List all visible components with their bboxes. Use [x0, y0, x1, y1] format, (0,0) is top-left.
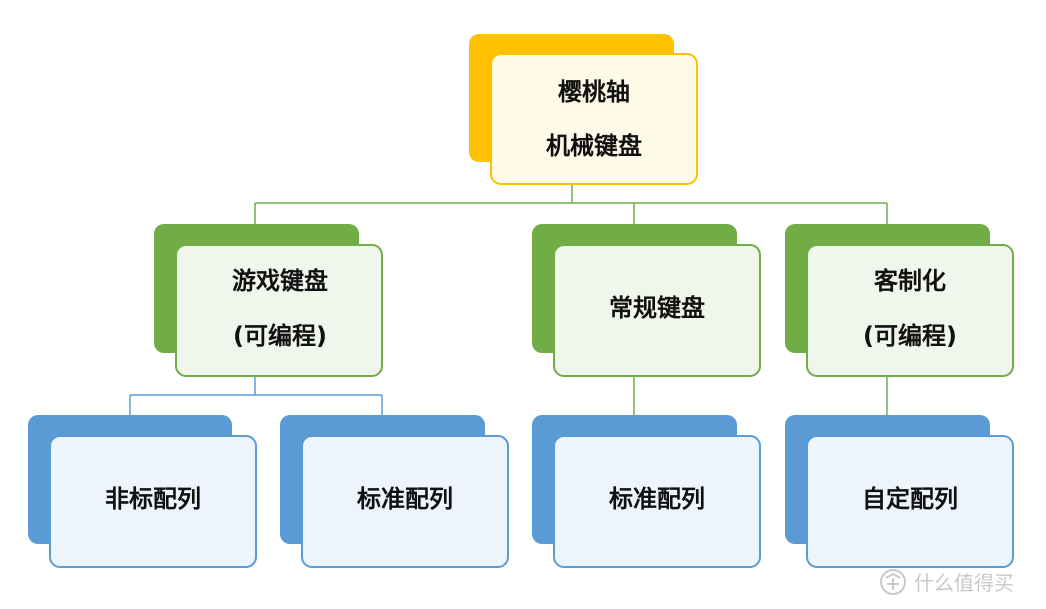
node-standard-layout: 标准配列: [532, 415, 761, 568]
connector-root-children: [254, 184, 888, 224]
connectors: [129, 184, 888, 415]
node-custom-line-2: (可编程): [863, 322, 957, 350]
node-standard-layout-line-1: 标准配列: [609, 485, 705, 513]
node-standard-front: [553, 244, 761, 377]
node-gaming-nonstandard: 非标配列: [28, 415, 257, 568]
node-root-front: [490, 53, 698, 185]
node-root: 樱桃轴 机械键盘: [469, 34, 698, 185]
node-custom-layout-line-1: 自定配列: [862, 485, 958, 513]
watermark-text: 什么值得买: [914, 571, 1014, 595]
node-gaming-line-1: 游戏键盘: [232, 267, 328, 295]
node-custom-layout: 自定配列: [785, 415, 1014, 568]
node-gaming-standard: 标准配列: [280, 415, 509, 568]
node-root-line-2: 机械键盘: [546, 132, 642, 160]
node-gaming-standard-line-1: 标准配列: [357, 485, 453, 513]
node-custom-line-1: 客制化: [874, 267, 946, 295]
node-root-line-1: 樱桃轴: [558, 78, 630, 106]
node-gaming: 游戏键盘 (可编程): [154, 224, 383, 377]
node-gaming-standard-front: [301, 435, 509, 568]
node-gaming-front: [175, 244, 383, 377]
node-custom-front: [806, 244, 1014, 377]
node-standard: 常规键盘: [532, 224, 761, 377]
smzdm-logo-icon: [880, 569, 906, 595]
node-standard-layout-front: [553, 435, 761, 568]
node-gaming-nonstandard-front: [49, 435, 257, 568]
node-custom-layout-front: [806, 435, 1014, 568]
node-gaming-line-2: (可编程): [233, 322, 327, 350]
connector-gaming-children: [129, 376, 383, 415]
node-gaming-nonstandard-line-1: 非标配列: [105, 485, 201, 513]
node-custom: 客制化 (可编程): [785, 224, 1014, 377]
node-standard-line-1: 常规键盘: [609, 294, 705, 322]
watermark: 什么值得买: [880, 569, 1014, 595]
